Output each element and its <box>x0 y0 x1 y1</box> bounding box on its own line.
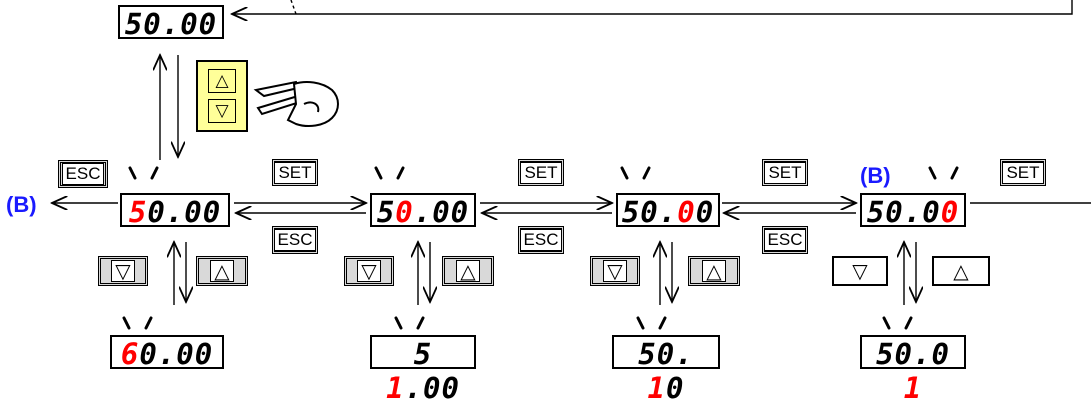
esc-key-2[interactable]: ESC <box>518 226 564 254</box>
display-result-3: 50. 10 <box>612 335 720 405</box>
set-key-1[interactable]: SET <box>272 159 318 186</box>
up-key-4[interactable]: △ <box>932 256 990 286</box>
up-key-2[interactable]: △ <box>442 256 494 286</box>
display-digit-3: 50.00 <box>616 193 720 229</box>
loop-back-line <box>232 0 1073 14</box>
down-key-4[interactable]: ▽ <box>832 256 888 286</box>
display-result-2: 5 1.00 <box>370 335 476 405</box>
dashed-line <box>290 0 297 15</box>
esc-key-left[interactable]: ESC <box>58 160 108 188</box>
display-result-1: 60.00 <box>110 335 224 371</box>
esc-key-1[interactable]: ESC <box>272 226 318 254</box>
down-key-2[interactable]: ▽ <box>344 256 394 286</box>
set-key-4[interactable]: SET <box>1000 159 1046 186</box>
down-key[interactable]: ▽ <box>208 99 236 123</box>
display-digit-2: 50.00 <box>370 193 476 229</box>
top-display: 50.00 <box>118 5 224 41</box>
down-key-1[interactable]: ▽ <box>98 256 148 286</box>
display-digit-1: 50.00 <box>120 193 230 229</box>
esc-key-3[interactable]: ESC <box>762 226 808 254</box>
display-digit-4: 50.00 <box>860 193 966 229</box>
hand-pointing-icon <box>253 80 339 127</box>
set-key-2[interactable]: SET <box>518 159 564 186</box>
up-key[interactable]: △ <box>208 69 236 93</box>
b-label-right: (B) <box>860 163 891 188</box>
up-key-1[interactable]: △ <box>196 256 248 286</box>
display-result-4: 50.0 1 <box>860 335 966 405</box>
updown-key-panel[interactable]: △ ▽ <box>196 60 248 132</box>
up-key-3[interactable]: △ <box>688 256 740 286</box>
down-key-3[interactable]: ▽ <box>590 256 640 286</box>
connector-lines <box>0 0 1091 330</box>
b-label-left: (B) <box>6 192 37 217</box>
set-key-3[interactable]: SET <box>762 159 808 186</box>
